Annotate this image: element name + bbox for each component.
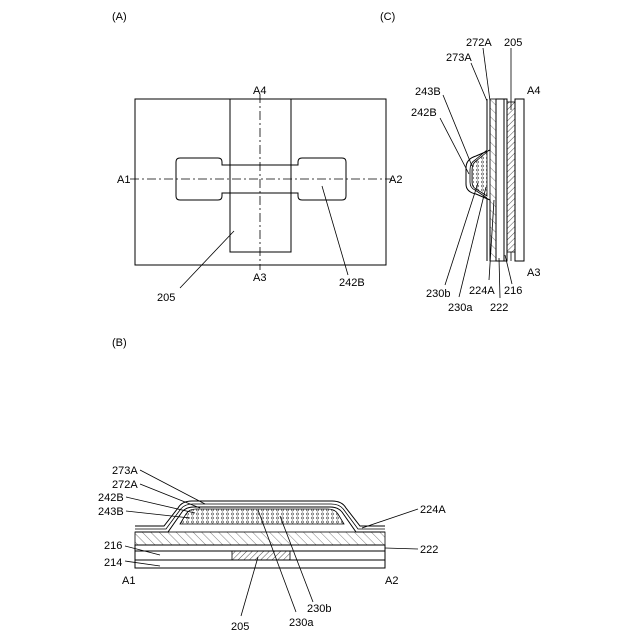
b-label-224A: 224A bbox=[420, 504, 446, 516]
c-leader-222 bbox=[499, 258, 500, 298]
b-leader-230a bbox=[258, 510, 296, 612]
b-layer-224A bbox=[135, 532, 385, 545]
panel-b-label: (B) bbox=[112, 337, 127, 349]
b-leader-205 bbox=[241, 557, 258, 616]
c-leader-242B bbox=[440, 118, 469, 174]
panel-c: (C) 272A 205 273A A4 243B 242B A3 224A bbox=[380, 11, 540, 314]
b-substrate-214 bbox=[135, 560, 385, 568]
c-label-222: 222 bbox=[490, 302, 508, 314]
b-label-A2: A2 bbox=[385, 575, 398, 587]
panel-c-label: (C) bbox=[380, 11, 395, 23]
c-label-205: 205 bbox=[504, 37, 522, 49]
panel-b: (B) 273A 272A 242B 243B 216 214 A bbox=[98, 337, 446, 633]
b-label-230b: 230b bbox=[307, 603, 331, 615]
label-A3: A3 bbox=[253, 272, 266, 284]
c-leader-230b bbox=[445, 183, 478, 285]
c-label-A3: A3 bbox=[527, 267, 540, 279]
c-layer-205 bbox=[507, 102, 515, 252]
b-label-243B: 243B bbox=[98, 506, 124, 518]
c-label-273A: 273A bbox=[446, 52, 472, 64]
substrate-outline bbox=[135, 99, 386, 265]
b-leader-224A bbox=[362, 509, 418, 528]
b-label-216: 216 bbox=[104, 540, 122, 552]
label-A4: A4 bbox=[253, 85, 266, 97]
b-label-222: 222 bbox=[420, 544, 438, 556]
layer-205-outline bbox=[230, 99, 291, 252]
label-205: 205 bbox=[157, 292, 175, 304]
c-leader-230a bbox=[459, 187, 486, 297]
b-label-205: 205 bbox=[231, 621, 249, 633]
leader-205 bbox=[180, 231, 234, 288]
b-label-273A: 273A bbox=[112, 465, 138, 477]
b-leader-273A bbox=[140, 470, 205, 504]
b-leader-242B bbox=[126, 497, 195, 513]
b-leader-214 bbox=[125, 561, 160, 566]
b-leader-222 bbox=[385, 548, 418, 549]
b-label-230a: 230a bbox=[289, 617, 314, 629]
c-label-272A: 272A bbox=[466, 37, 492, 49]
b-label-272A: 272A bbox=[112, 479, 138, 491]
c-leader-243B bbox=[443, 95, 472, 166]
c-label-224A: 224A bbox=[469, 285, 495, 297]
c-substrate bbox=[515, 99, 524, 261]
b-label-214: 214 bbox=[104, 557, 122, 569]
b-leader-272A bbox=[140, 484, 200, 508]
label-A2: A2 bbox=[389, 174, 402, 186]
c-layer-224A bbox=[490, 99, 496, 261]
label-242B: 242B bbox=[339, 277, 365, 289]
c-label-243B: 243B bbox=[415, 86, 441, 98]
c-label-A4: A4 bbox=[527, 85, 540, 97]
label-A1: A1 bbox=[117, 174, 130, 186]
c-label-242B: 242B bbox=[411, 107, 437, 119]
b-label-242B: 242B bbox=[98, 492, 124, 504]
c-label-216: 216 bbox=[504, 285, 522, 297]
b-label-A1: A1 bbox=[122, 575, 135, 587]
c-label-230a: 230a bbox=[448, 302, 473, 314]
panel-a-label: (A) bbox=[112, 11, 127, 23]
b-layer-222 bbox=[135, 545, 385, 551]
c-layer-222 bbox=[496, 99, 504, 261]
c-leader-273A bbox=[471, 63, 487, 101]
panel-a: (A) A4 A1 A2 A3 205 242B bbox=[112, 11, 402, 304]
c-label-230b: 230b bbox=[426, 288, 450, 300]
b-layer-205 bbox=[232, 551, 290, 560]
